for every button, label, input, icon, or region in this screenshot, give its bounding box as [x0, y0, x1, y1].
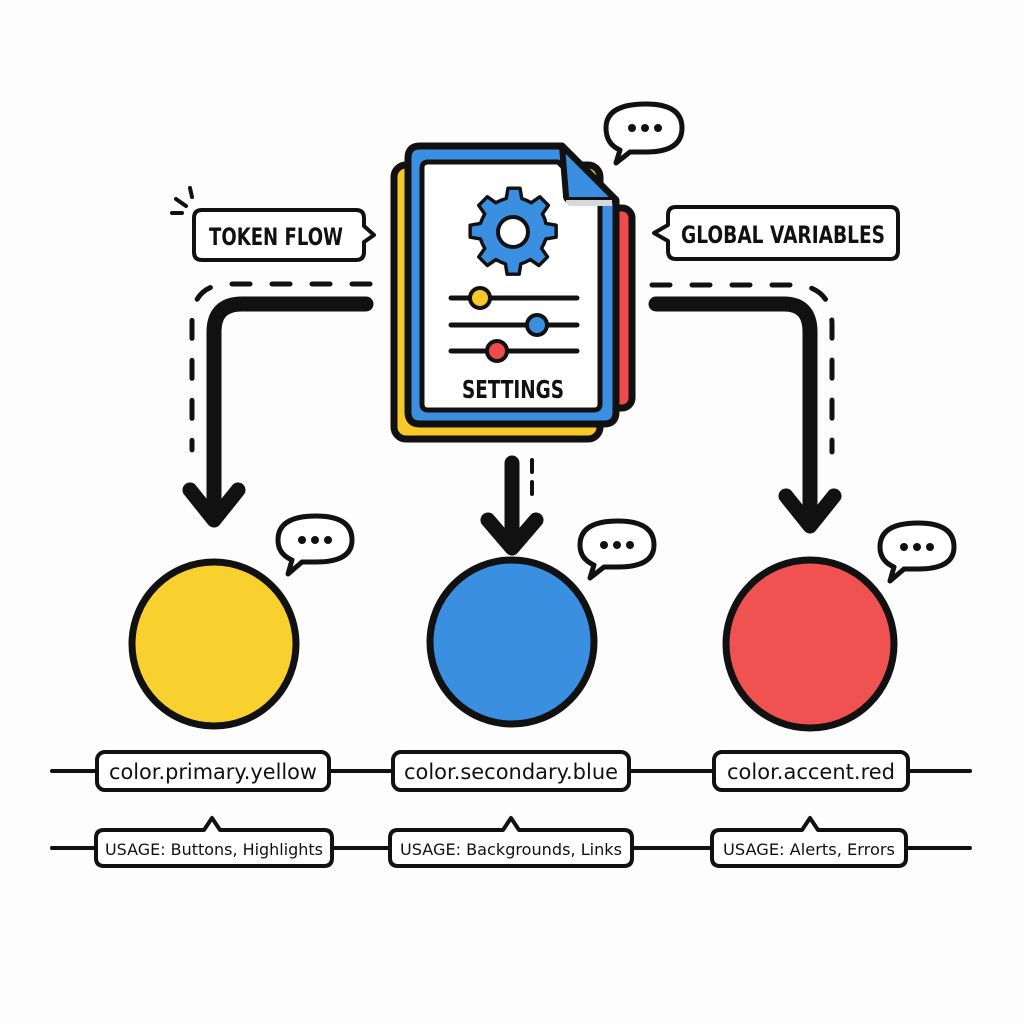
- usage-blue: USAGE: Backgrounds, Links: [400, 840, 622, 859]
- token-name-box-red: [712, 750, 910, 792]
- flow-arrow-left: [182, 281, 374, 528]
- speech-bubble-yellow: [275, 513, 355, 577]
- token-blue: [426, 518, 657, 728]
- slider-knob-red: [485, 339, 509, 363]
- speech-bubble-top: [603, 101, 685, 166]
- usage-box-red: [710, 816, 908, 868]
- token-yellow: [128, 513, 355, 730]
- usage-box-blue: [388, 816, 634, 868]
- token-red: [722, 520, 957, 732]
- speech-bubble-blue: [577, 518, 657, 581]
- token-name-blue: color.secondary.blue: [404, 760, 618, 784]
- usage-box-yellow: [94, 816, 334, 868]
- settings-document: SETTINGS: [390, 142, 636, 443]
- global-variables-label: GLOBAL VARIABLES: [681, 221, 885, 249]
- global-variables-callout: GLOBAL VARIABLES: [652, 205, 900, 261]
- flow-arrow-center: [480, 455, 544, 556]
- gear-icon: [468, 186, 558, 276]
- token-flow-label: TOKEN FLOW: [209, 223, 343, 251]
- slider-knob-blue: [525, 313, 549, 337]
- token-name-box-yellow: [95, 750, 331, 792]
- slider-knob-yellow: [468, 286, 492, 310]
- speech-bubble-red: [877, 520, 957, 584]
- emphasis-marks: [170, 186, 194, 215]
- token-name-box-blue: [391, 750, 631, 792]
- token-flow-callout: TOKEN FLOW: [170, 186, 376, 262]
- usage-row: USAGE: Buttons, Highlights USAGE: Backgr…: [50, 816, 972, 868]
- flow-arrow-right: [648, 282, 842, 534]
- fold-shadow: [566, 200, 612, 206]
- color-swatch-red[interactable]: [722, 556, 898, 732]
- token-name-red: color.accent.red: [727, 760, 895, 784]
- document-corner-fold: [559, 143, 619, 203]
- usage-yellow: USAGE: Buttons, Highlights: [105, 840, 323, 859]
- color-swatch-blue[interactable]: [426, 556, 598, 728]
- settings-label: SETTINGS: [462, 375, 564, 404]
- token-name-yellow: color.primary.yellow: [109, 760, 317, 784]
- usage-red: USAGE: Alerts, Errors: [723, 840, 895, 859]
- color-swatch-yellow[interactable]: [128, 558, 300, 730]
- token-name-row: color.primary.yellow color.secondary.blu…: [50, 750, 972, 792]
